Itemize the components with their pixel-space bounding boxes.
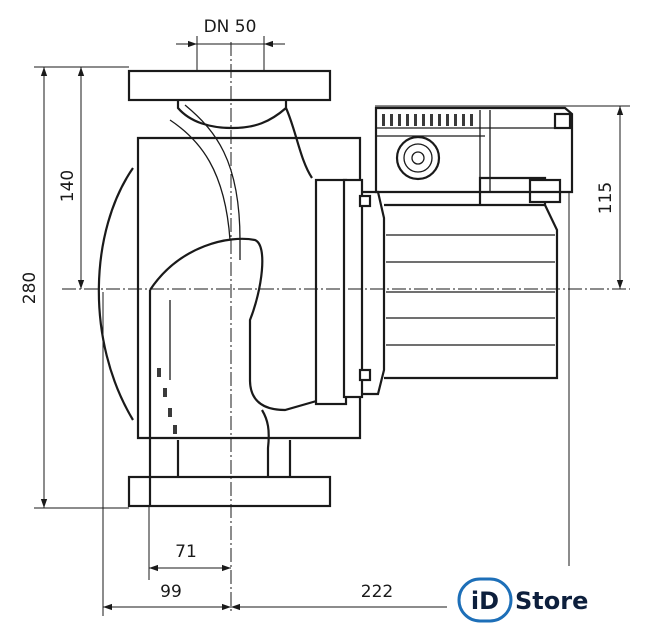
- pump-housing: [97, 69, 574, 508]
- vent-slots: [382, 114, 473, 126]
- dim-280-label: 280: [20, 272, 40, 304]
- dim-dn50: DN 50: [176, 17, 285, 48]
- dim-222: 222: [231, 582, 447, 611]
- dim-140: 140: [58, 67, 85, 289]
- control-knob-icon: [395, 135, 441, 181]
- logo-id-text: iD: [471, 587, 499, 615]
- idstore-logo: iD Store: [457, 577, 588, 623]
- centre-lines: [62, 42, 630, 612]
- dim-71: 71: [149, 542, 231, 572]
- dim-99: 99: [103, 582, 231, 611]
- logo-store-text: Store: [515, 587, 588, 615]
- dim-71-label: 71: [175, 542, 197, 562]
- dim-280: 280: [20, 67, 48, 508]
- dim-140-label: 140: [58, 170, 78, 202]
- dim-222-label: 222: [361, 582, 393, 602]
- dim-99-label: 99: [160, 582, 182, 602]
- extension-lines: [34, 36, 630, 616]
- dim-115: 115: [596, 106, 624, 289]
- dim-dn50-label: DN 50: [204, 17, 257, 37]
- dim-115-label: 115: [596, 182, 616, 214]
